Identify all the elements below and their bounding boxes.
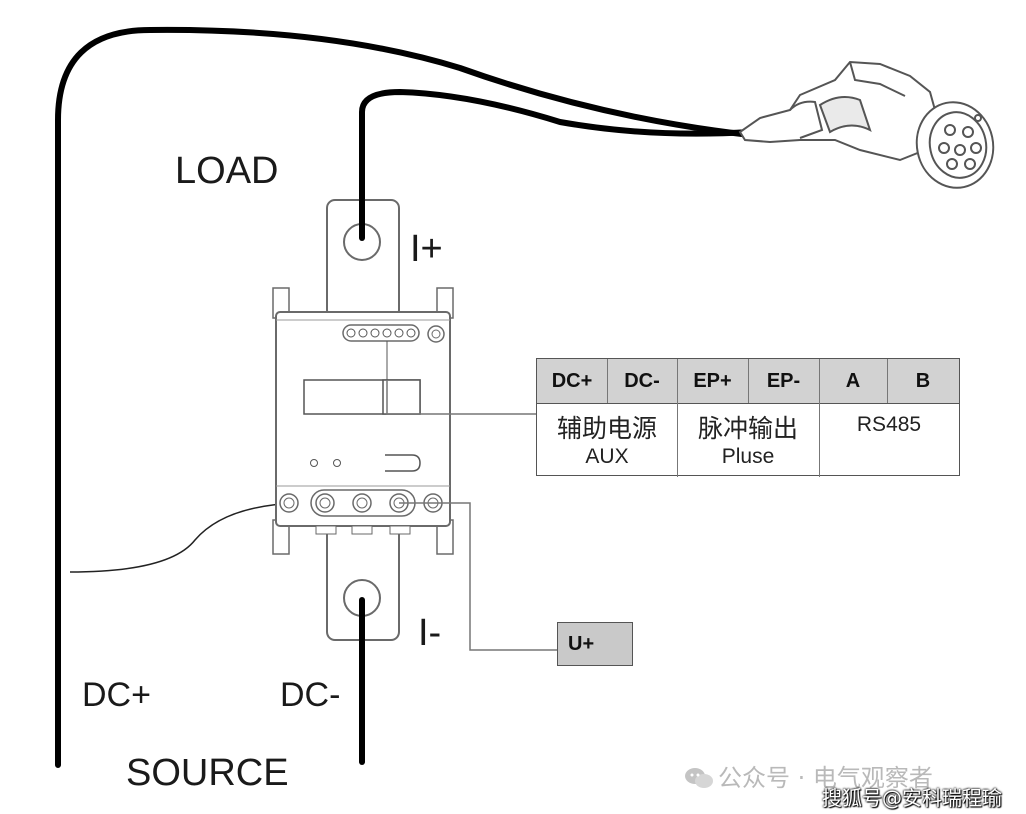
- divider: [607, 359, 608, 403]
- sense-wire: [69, 502, 318, 573]
- load-label: LOAD: [175, 150, 279, 192]
- i-plus-label: I+: [410, 228, 443, 270]
- header-a: A: [845, 370, 861, 392]
- watermark-text-1: 公众号 · 电气观察者: [718, 764, 933, 792]
- upper-busbar: [326, 199, 400, 319]
- header-dc-plus: DC+: [551, 370, 593, 392]
- watermark-line1: 公众号 · 电气观察者: [684, 758, 933, 793]
- rs485-label: RS485: [856, 413, 922, 436]
- source-label: SOURCE: [126, 752, 289, 794]
- aux-cn: 辅助电源: [556, 414, 657, 443]
- pulse-cn: 脉冲输出: [697, 414, 798, 443]
- divider: [887, 359, 888, 403]
- ev-charger-plug: [738, 60, 995, 189]
- header-ep-plus: EP+: [693, 370, 732, 392]
- divider: [819, 359, 820, 477]
- divider: [748, 359, 749, 403]
- dc-plus-label: DC+: [82, 676, 151, 714]
- table-leader: [386, 380, 536, 415]
- load-cable: [359, 88, 753, 241]
- u-plus-box: U+: [557, 622, 633, 666]
- divider: [677, 359, 678, 477]
- din-clips: [272, 287, 454, 555]
- dc-plus-cable: [55, 26, 753, 768]
- meter-body: [275, 311, 451, 535]
- pulse-en: Pluse: [721, 445, 775, 468]
- i-minus-label: I-: [418, 612, 442, 654]
- wechat-icon: [684, 766, 714, 790]
- header-b: B: [915, 370, 931, 392]
- aux-en: AUX: [585, 445, 629, 468]
- header-dc-minus: DC-: [624, 370, 660, 392]
- uplus-lead: [399, 502, 557, 651]
- dc-minus-label: DC-: [280, 676, 341, 714]
- terminal-table: DC+ DC- EP+ EP- A B 辅助电源 AUX 脉冲输出 Pluse …: [536, 358, 960, 477]
- header-ep-minus: EP-: [766, 370, 801, 392]
- watermark-line2: 搜狐号@安科瑞程瑜: [822, 786, 1002, 810]
